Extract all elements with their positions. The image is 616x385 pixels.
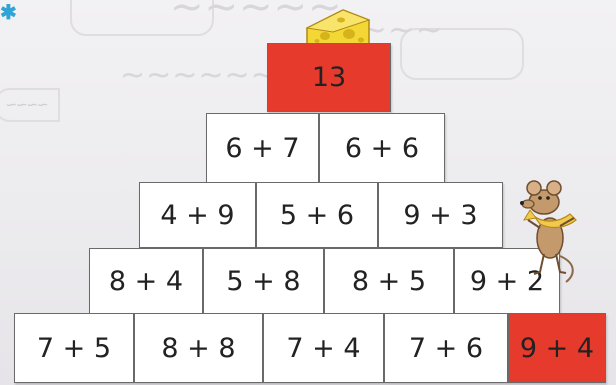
asterisk-icon: ✱ bbox=[0, 0, 17, 25]
brick-row2-1: 6 + 7 bbox=[206, 113, 319, 183]
brick-row2-2: 6 + 6 bbox=[319, 113, 445, 183]
brick-row5-3: 7 + 4 bbox=[263, 313, 384, 383]
brick-row4-2: 5 + 8 bbox=[203, 248, 324, 314]
pyramid-top-brick: 13 bbox=[267, 43, 391, 112]
brick-row3-3: 9 + 3 bbox=[378, 182, 503, 248]
brick-row5-1: 7 + 5 bbox=[14, 313, 134, 383]
brick-row4-3: 8 + 5 bbox=[324, 248, 454, 314]
cheese-icon bbox=[303, 6, 373, 48]
brick-row5-4: 7 + 6 bbox=[384, 313, 508, 383]
mouse-icon bbox=[500, 176, 584, 288]
brick-row5-2: 8 + 8 bbox=[134, 313, 263, 383]
brick-row4-1: 8 + 4 bbox=[89, 248, 203, 314]
brick-row5-5: 9 + 4 bbox=[508, 313, 606, 383]
brick-row3-2: 5 + 6 bbox=[256, 182, 378, 248]
ghost-side-label: ~~~~ bbox=[0, 88, 60, 122]
brick-row3-1: 4 + 9 bbox=[139, 182, 256, 248]
